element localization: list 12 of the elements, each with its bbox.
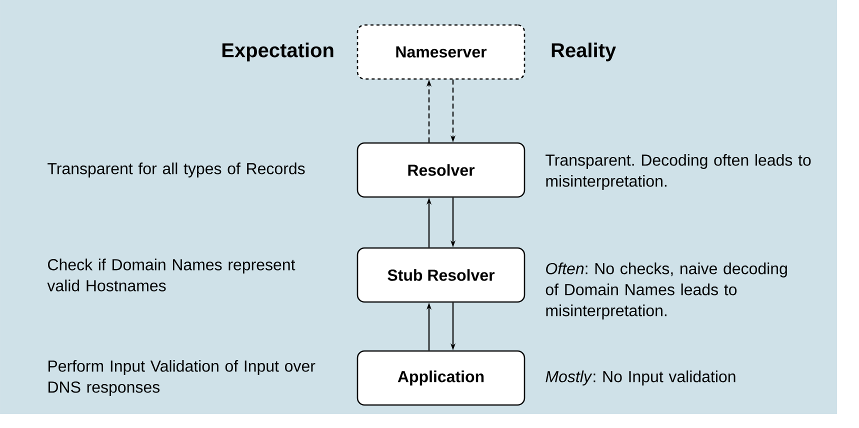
description-text: Mostly: No Input validation xyxy=(546,370,736,386)
description-text: Transparent for all types of Records xyxy=(48,162,305,178)
process-box: Application xyxy=(356,350,526,406)
process-box: Resolver xyxy=(356,142,526,198)
column-heading: Expectation xyxy=(222,42,334,62)
process-box: Nameserver xyxy=(356,24,526,80)
description-text: Often: No checks, naive decoding of Domain Names leads to misinterpretation. xyxy=(546,262,787,320)
process-box: Stub Resolver xyxy=(356,247,526,303)
description-text: Check if Domain Names represent valid Hostnames xyxy=(47,258,296,292)
description-text: Transparent. Decoding often leads to misinterpretation. xyxy=(546,154,811,190)
column-heading: Reality xyxy=(552,42,616,62)
description-text: Perform Input Validation of Input over DNS responses xyxy=(48,360,316,396)
